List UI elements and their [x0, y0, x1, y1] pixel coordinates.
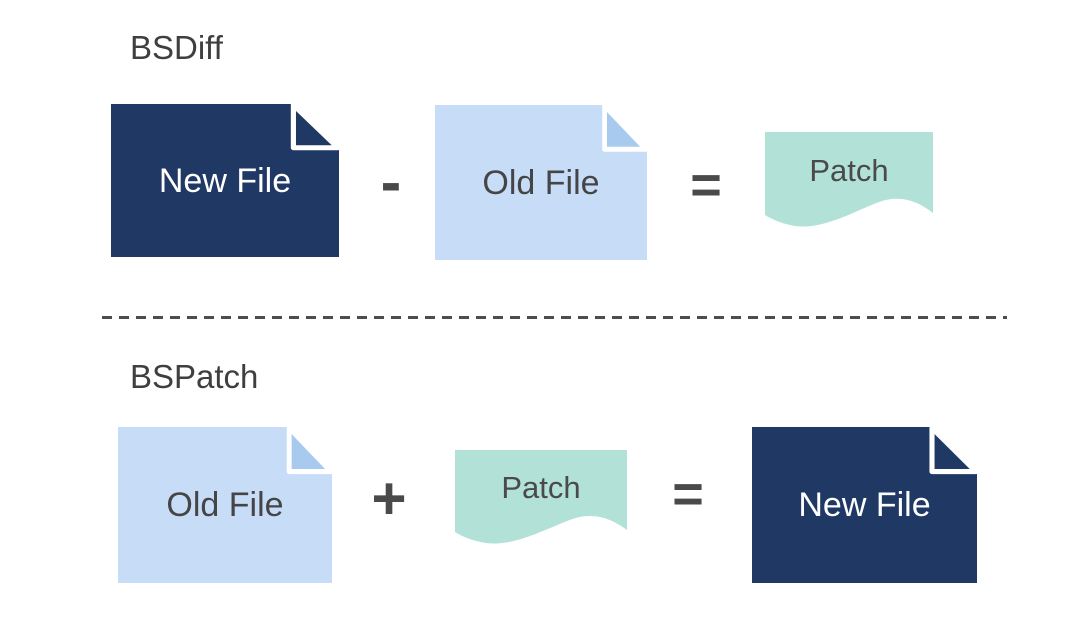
document-body-shape [435, 105, 647, 260]
document-body-shape [752, 427, 977, 583]
patch-wavy-shape [455, 450, 627, 544]
old-file-label: Old File [482, 163, 600, 202]
patch-wavy-shape [765, 132, 933, 227]
old-file-document-icon [118, 427, 332, 583]
minus-operator: - [380, 148, 402, 217]
bsdiff-section-title: BSDiff [130, 29, 223, 66]
patch-label: Patch [809, 152, 889, 188]
equals-operator: = [690, 155, 722, 215]
patch-label-box: Patch [455, 450, 627, 524]
new-file-label: New File [798, 486, 931, 524]
new-file-label-box: New File [752, 427, 977, 583]
old-file-label-box: Old File [435, 105, 647, 260]
new-file-label: New File [158, 161, 292, 200]
section-divider-dashed-line [102, 316, 1007, 319]
patch-document-icon [765, 132, 933, 227]
document-body-shape [118, 427, 332, 583]
folded-corner-icon [929, 427, 977, 475]
folded-corner-icon [602, 105, 647, 152]
old-file-label-box: Old File [118, 427, 332, 583]
patch-document-icon [455, 450, 627, 544]
folded-corner-icon [290, 104, 339, 151]
equals-operator: = [672, 464, 704, 524]
folded-corner-icon [286, 427, 332, 475]
bspatch-section-title: BSPatch [130, 358, 259, 395]
old-file-label: Old File [166, 486, 284, 524]
patch-label-box: Patch [765, 132, 933, 208]
new-file-document-icon [111, 104, 339, 257]
old-file-document-icon [435, 105, 647, 260]
patch-label: Patch [501, 469, 581, 505]
new-file-label-box: New File [111, 104, 339, 257]
plus-operator: + [371, 465, 407, 532]
new-file-document-icon [752, 427, 977, 583]
document-body-shape [111, 104, 339, 257]
